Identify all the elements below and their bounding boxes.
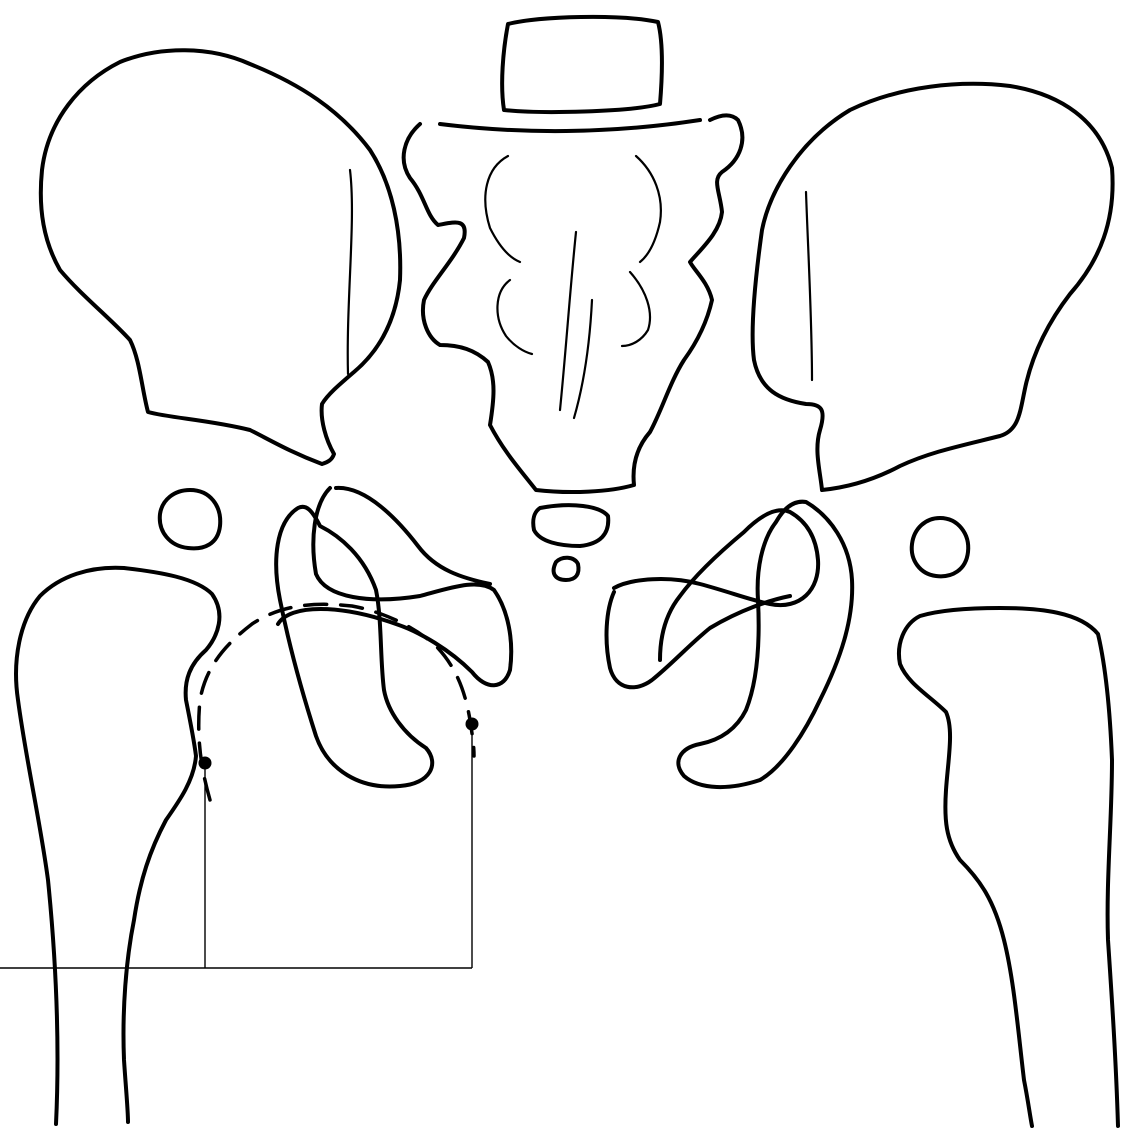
sacral-foramen-left-lower — [497, 280, 532, 354]
sacral-foramen-left-upper — [485, 156, 520, 262]
right-femur-outer — [899, 608, 1118, 1126]
right-pubic-loop — [614, 510, 818, 660]
left-ilium — [41, 50, 400, 464]
point-left-femoral-neck — [199, 757, 212, 770]
right-small-ring — [912, 518, 968, 576]
reference-dashed-arc — [199, 604, 474, 800]
left-superior-ramus — [336, 488, 490, 584]
lumbar-vertebra — [502, 17, 662, 112]
sacral-midline-crest — [560, 232, 576, 410]
right-ilium — [753, 84, 1113, 490]
left-ilium-inner-line — [348, 170, 352, 374]
left-femur-outer — [16, 568, 219, 1124]
sacral-promontory-line — [440, 120, 700, 131]
coccyx-segment-lower — [554, 558, 579, 580]
point-acetabular-rim — [466, 718, 479, 731]
right-ilium-inner-line — [806, 192, 812, 380]
sacral-crest-right — [574, 300, 592, 418]
sacrum — [404, 115, 743, 492]
right-obturator-ring — [678, 502, 852, 787]
sacral-foramen-right-upper — [636, 156, 661, 262]
right-inferior-ramus — [607, 592, 790, 687]
left-small-ring — [160, 490, 220, 548]
coccyx-segment-upper — [533, 505, 608, 546]
sacral-foramen-right-lower — [622, 272, 650, 346]
left-obturator-ring — [276, 507, 432, 787]
